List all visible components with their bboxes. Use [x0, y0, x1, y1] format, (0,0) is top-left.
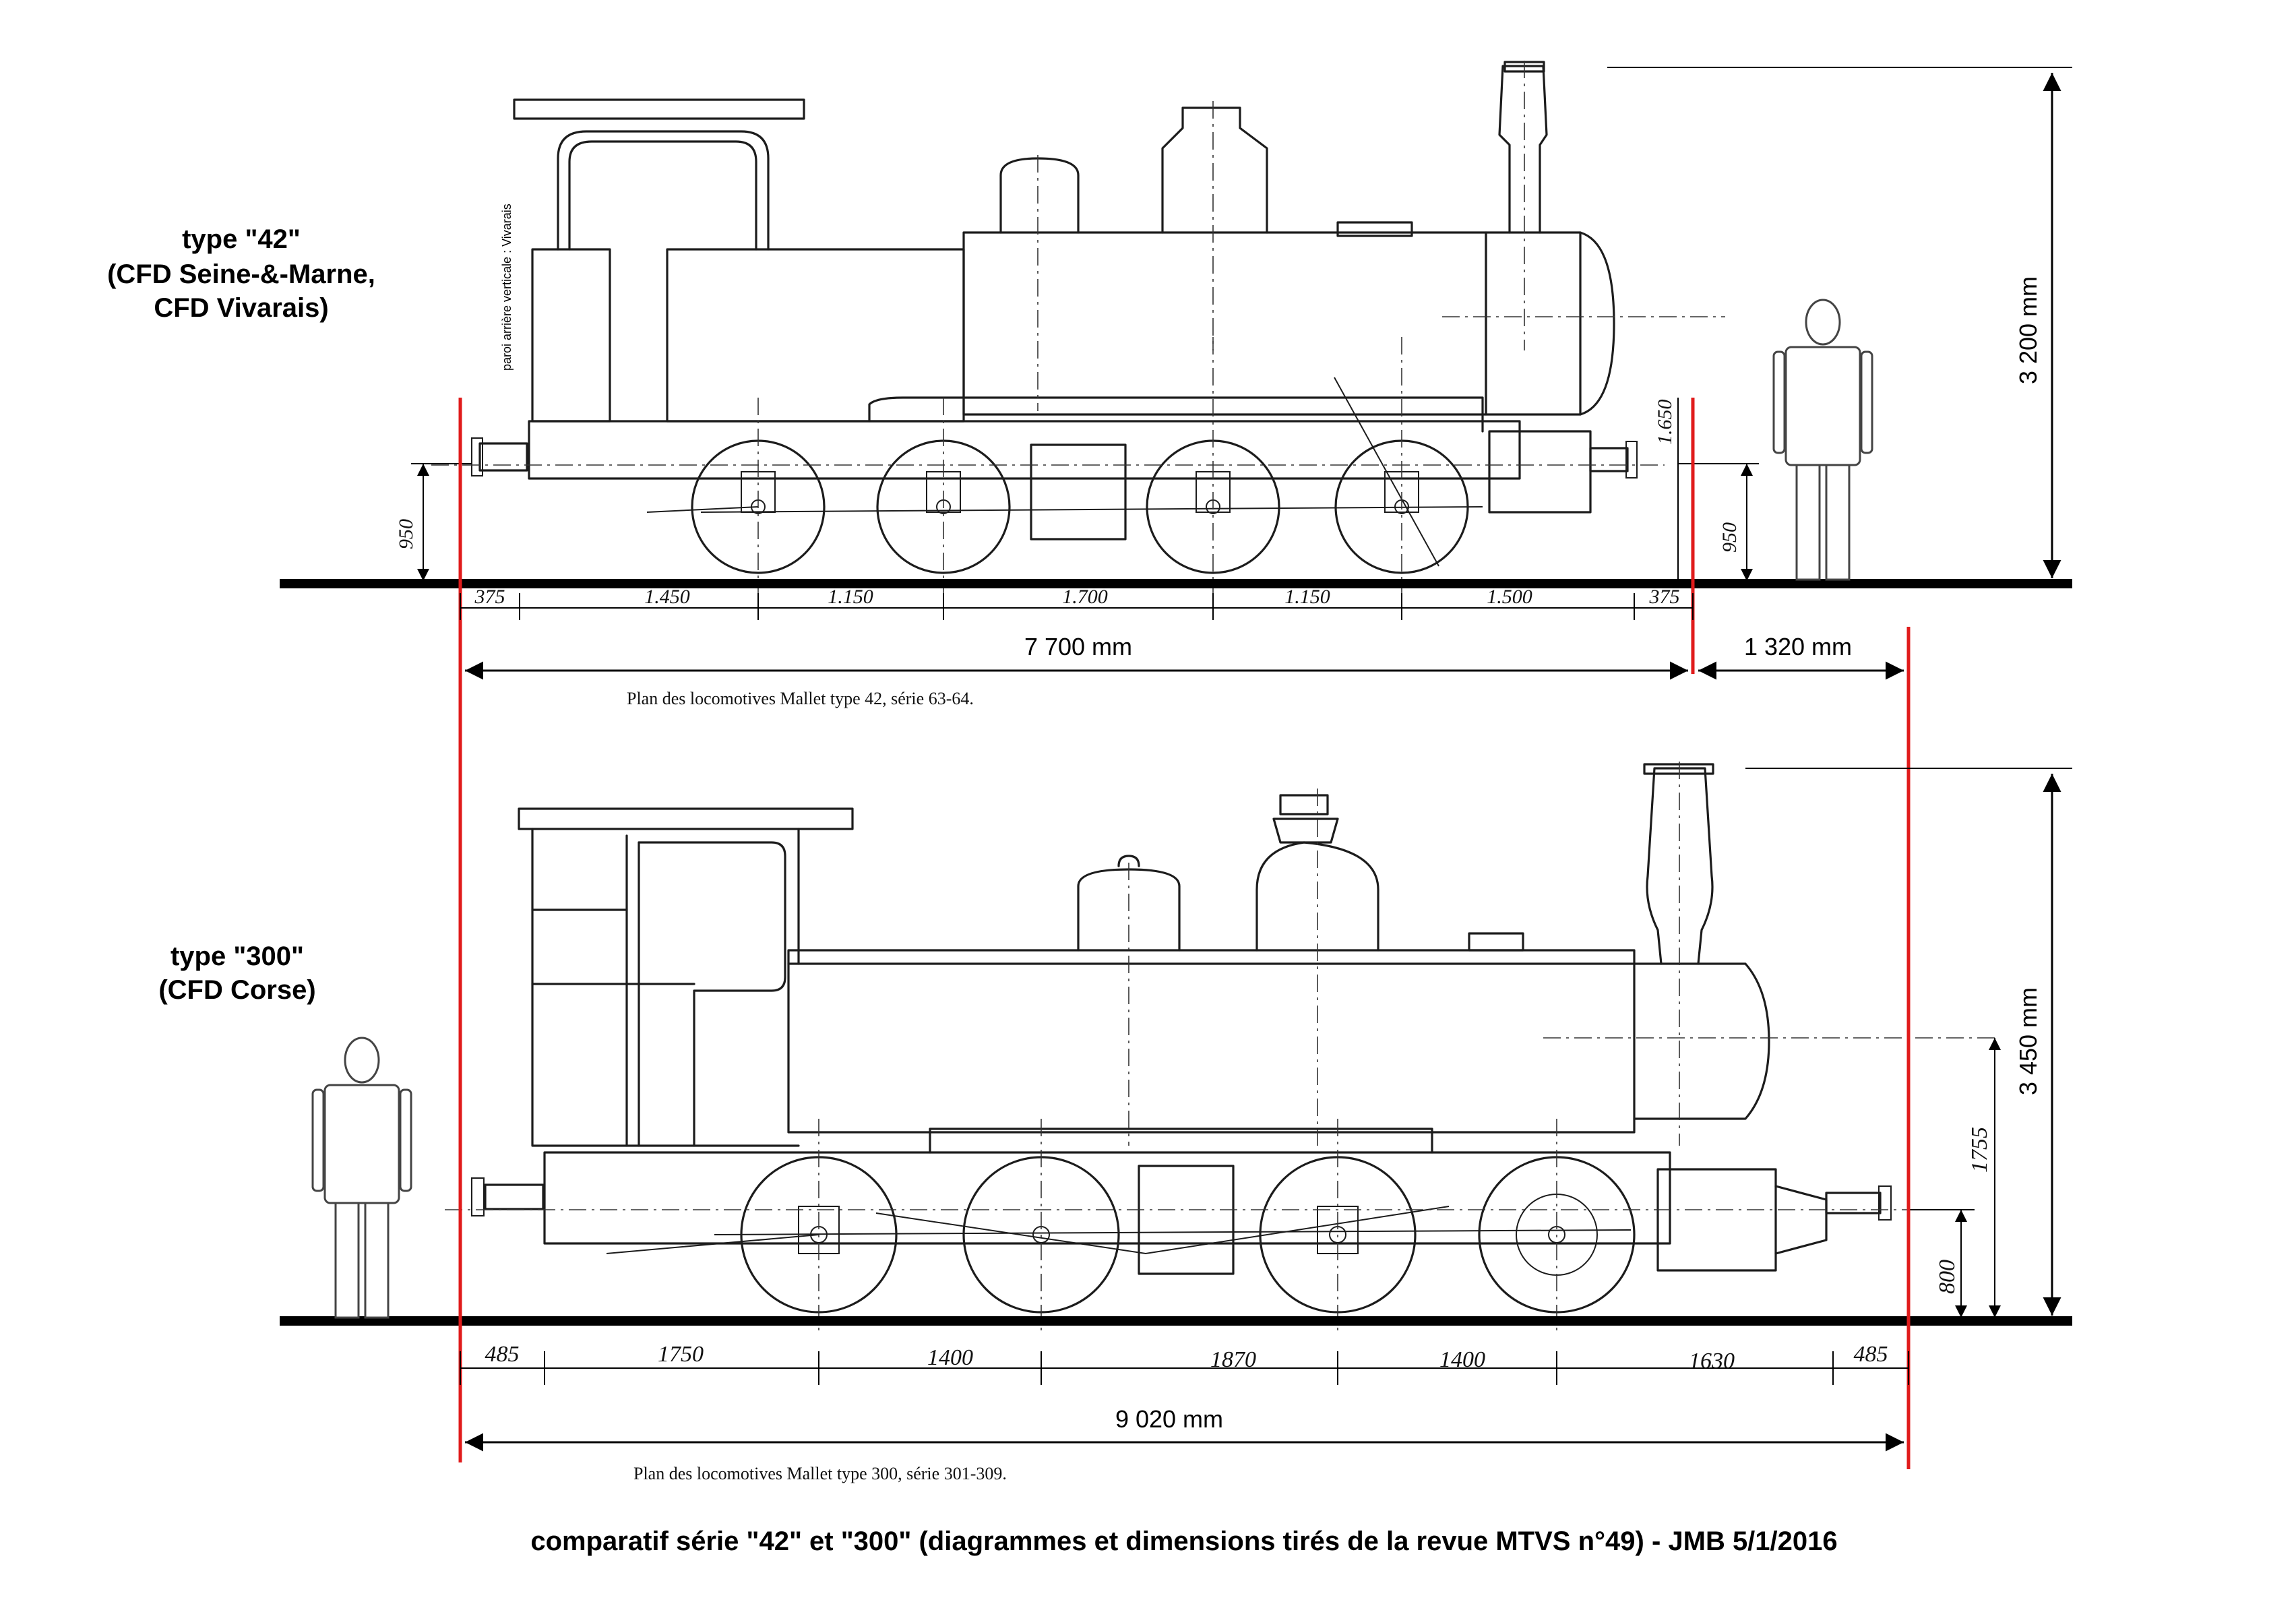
seg-300-5: 1630 [1689, 1349, 1735, 1374]
locomotive-type-300 [445, 762, 2001, 1334]
type-300-title: type "300" [170, 942, 304, 971]
seg-300-1: 1750 [658, 1342, 704, 1367]
extra-length-42: 1 320 mm [1744, 633, 1852, 660]
seg-300-2: 1400 [927, 1345, 973, 1370]
seg-300-4: 1400 [1439, 1347, 1485, 1372]
total-length-300: 9 020 mm [1115, 1405, 1223, 1433]
person-silhouette-top [1772, 299, 1873, 581]
buffer-height-42-right: 950 [1718, 522, 1741, 553]
labels-type-300: type "300" (CFD Corse) 485 1750 1400 187… [158, 942, 2042, 1483]
type-42-title: type "42" [182, 224, 301, 254]
seg-42-4: 1.150 [1284, 586, 1330, 608]
seg-300-6: 485 [1854, 1342, 1888, 1367]
seg-42-0: 375 [474, 586, 505, 608]
caption-300: Plan des locomotives Mallet type 300, sé… [633, 1464, 1007, 1483]
caption-42: Plan des locomotives Mallet type 42, sér… [627, 689, 974, 708]
labels-type-42: type "42" (CFD Seine-&-Marne, CFD Vivara… [107, 204, 2042, 708]
type-42-railways-line2: CFD Vivarais) [154, 293, 328, 323]
axis-height-42: 1.650 [1654, 400, 1676, 445]
dimensions-type-42 [460, 67, 2072, 680]
reference-lines [458, 398, 1911, 1469]
footer-caption: comparatif série "42" et "300" (diagramm… [530, 1526, 1837, 1556]
locomotive-type-42 [411, 61, 1759, 593]
height-300: 3 450 mm [2014, 987, 2042, 1095]
seg-42-6: 375 [1649, 586, 1680, 608]
seg-42-1: 1.450 [644, 586, 690, 608]
vertical-note: paroi arrière verticale : Vivarais [500, 204, 514, 371]
seg-42-5: 1.500 [1487, 586, 1532, 608]
type-300-railway: (CFD Corse) [158, 975, 315, 1005]
buffer-height-300: 800 [1935, 1260, 1960, 1294]
buffer-height-42-left: 950 [395, 519, 417, 549]
seg-42-2: 1.150 [828, 586, 873, 608]
person-silhouette-bottom [311, 1037, 412, 1319]
seg-42-3: 1.700 [1062, 586, 1108, 608]
height-42: 3 200 mm [2014, 276, 2042, 384]
total-length-42: 7 700 mm [1024, 633, 1132, 660]
seg-300-3: 1870 [1210, 1347, 1256, 1372]
dimensions-type-300 [460, 768, 2072, 1452]
seg-300-0: 485 [485, 1342, 520, 1367]
type-42-railways-line1: (CFD Seine-&-Marne, [107, 259, 375, 289]
axis-height-300: 1755 [1967, 1127, 1992, 1173]
